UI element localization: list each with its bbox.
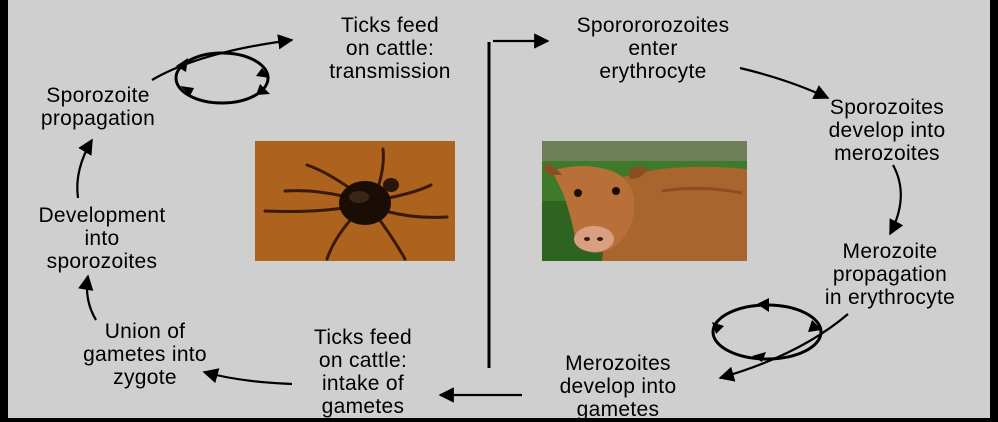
stage-development-into-sporozoites: Development into sporozoites bbox=[4, 204, 200, 273]
arrow-to-propagation bbox=[77, 140, 92, 198]
stage-merozoite-propagation: Merozoite propagation in erythrocyte bbox=[790, 240, 990, 309]
stage-merozoites-develop-gametes: Merozoites develop into gametes bbox=[528, 352, 708, 421]
arrow-to-merozoite-propagation bbox=[890, 165, 901, 234]
stage-sporozoites-develop-merozoites: Sporozoites develop into merozoites bbox=[792, 96, 982, 165]
arrow-to-development bbox=[87, 276, 96, 320]
tick-photo bbox=[255, 141, 455, 261]
stage-ticks-feed-intake: Ticks feed on cattle: intake of gametes bbox=[278, 326, 448, 418]
stage-union-of-gametes: Union of gametes into zygote bbox=[50, 320, 240, 389]
stage-sporozoites-enter-erythrocyte: Sporororozoites enter erythrocyte bbox=[548, 14, 758, 83]
cycle-icon-merozoite bbox=[713, 305, 821, 359]
tick-icon bbox=[255, 141, 455, 261]
arrow-to-ticks-transmission bbox=[152, 40, 292, 80]
cow-icon bbox=[542, 141, 747, 261]
stage-ticks-feed-transmission: Ticks feed on cattle: transmission bbox=[300, 14, 480, 83]
cow-photo bbox=[542, 141, 747, 261]
stage-sporozoite-propagation: Sporozoite propagation bbox=[8, 84, 188, 130]
arrow-to-develop-gametes bbox=[720, 314, 848, 378]
